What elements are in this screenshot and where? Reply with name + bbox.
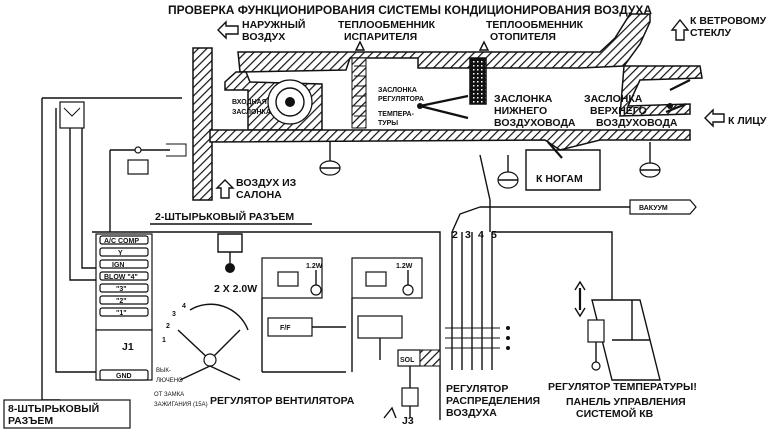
pin-1: "1" [116,310,127,317]
temperature-regulator-label: РЕГУЛЯТОР ТЕМПЕРАТУРЫ! [548,381,697,393]
bus-2: 2 [452,229,458,241]
eight-pin-connector-label-1: 8-ШТЫРЬКОВЫЙ [8,402,99,415]
diagram-title: ПРОВЕРКА ФУНКЦИОНИРОВАНИЯ СИСТЕМЫ КОНДИЦ… [168,3,652,17]
intake-door-label-2: ЗАСЛОНКА [232,109,271,116]
pin-ac-comp: A/C COMP [104,238,139,245]
pin-ign: IGN [112,262,124,269]
pin-gnd: GND [116,373,132,380]
ignition-label-2: ЗАЖИГАНИЯ (15А) [154,402,208,408]
eight-pin-connector-label-2: РАЗЪЕМ [8,415,53,427]
off-label-2: ЛЮЧЕНО [156,378,183,384]
lower-door-label-1: ЗАСЛОНКА [494,93,553,105]
windshield-label-1: К ВЕТРОВОМУ [690,15,767,27]
cabin-air-label-2: САЛОНА [236,189,282,201]
switch-pos-2: 2 [166,323,170,330]
j3-label: J3 [402,415,414,427]
evaporator-label-1: ТЕПЛООБМЕННИК [338,19,436,31]
sol-label: SOL [400,357,415,364]
cabin-air-label-1: ВОЗДУХ ИЗ [236,177,297,189]
switch-pos-1: 1 [162,337,166,344]
pin-3: "3" [116,286,127,293]
temp-door-label-4: ТУРЫ [378,120,398,127]
lamp-rating-1: 1.2W [306,263,323,270]
control-panel-label-1: ПАНЕЛЬ УПРАВЛЕНИЯ [566,396,686,408]
off-label-1: ВЫК- [156,368,171,374]
distribution-regulator-label-1: РЕГУЛЯТОР [446,383,508,395]
air-duct [192,13,725,215]
heater-label-1: ТЕПЛООБМЕННИК [486,19,584,31]
fan-regulator-label: РЕГУЛЯТОР ВЕНТИЛЯТОРА [210,395,355,407]
bus-4: 4 [478,229,484,241]
heater-label-2: ОТОПИТЕЛЯ [490,31,556,43]
ignition-label-1: ОТ ЗАМКА [154,392,184,398]
two-pin-connector-label: 2-ШТЫРЬКОВЫЙ РАЗЪЕМ [155,210,294,223]
switch-pos-3: 3 [172,311,176,318]
lower-door-label-3: ВОЗДУХОВОДА [494,117,576,129]
outside-air-label-2: ВОЗДУХ [242,31,285,43]
bus-5: 5 [491,229,497,241]
distribution-regulator-label-2: РАСПРЕДЕЛЕНИЯ [446,395,540,407]
lamp-rating-2: 1.2W [396,263,413,270]
bus-3: 3 [465,229,471,241]
pin-y: Y [118,250,123,257]
upper-door-label-2: ВЕРХНЕГО [590,105,647,117]
feet-label: К НОГАМ [536,173,583,185]
temp-door-label-1: ЗАСЛОНКА [378,87,417,94]
upper-door-label-3: ВОЗДУХОВОДА [596,117,678,129]
windshield-label-2: СТЕКЛУ [690,27,732,39]
vacuum-label: ВАКУУМ [639,205,668,212]
pin-blow-4: BLOW "4" [104,274,138,281]
resistor-rating: 2 X 2.0W [214,283,257,295]
intake-door-label-1: ВХОДНАЯ [232,99,267,106]
switch-pos-4: 4 [182,303,186,310]
face-label: К ЛИЦУ [728,115,767,127]
electrical-circuit [3,97,661,429]
outside-air-label-1: НАРУЖНЫЙ [242,18,305,31]
control-panel-label-2: СИСТЕМОЙ КВ [576,407,654,420]
temp-door-label-3: ТЕМПЕРА- [378,111,415,118]
distribution-regulator-label-3: ВОЗДУХА [446,407,497,419]
j1-label: J1 [122,341,134,353]
pin-2: "2" [116,298,127,305]
upper-door-label-1: ЗАСЛОНКА [584,93,643,105]
lower-door-label-2: НИЖНЕГО [494,105,547,117]
temp-door-label-2: РЕГУЛЯТОРА [378,96,424,103]
evaporator-label-2: ИСПАРИТЕЛЯ [344,31,417,43]
relay-label: F/F [280,325,291,332]
